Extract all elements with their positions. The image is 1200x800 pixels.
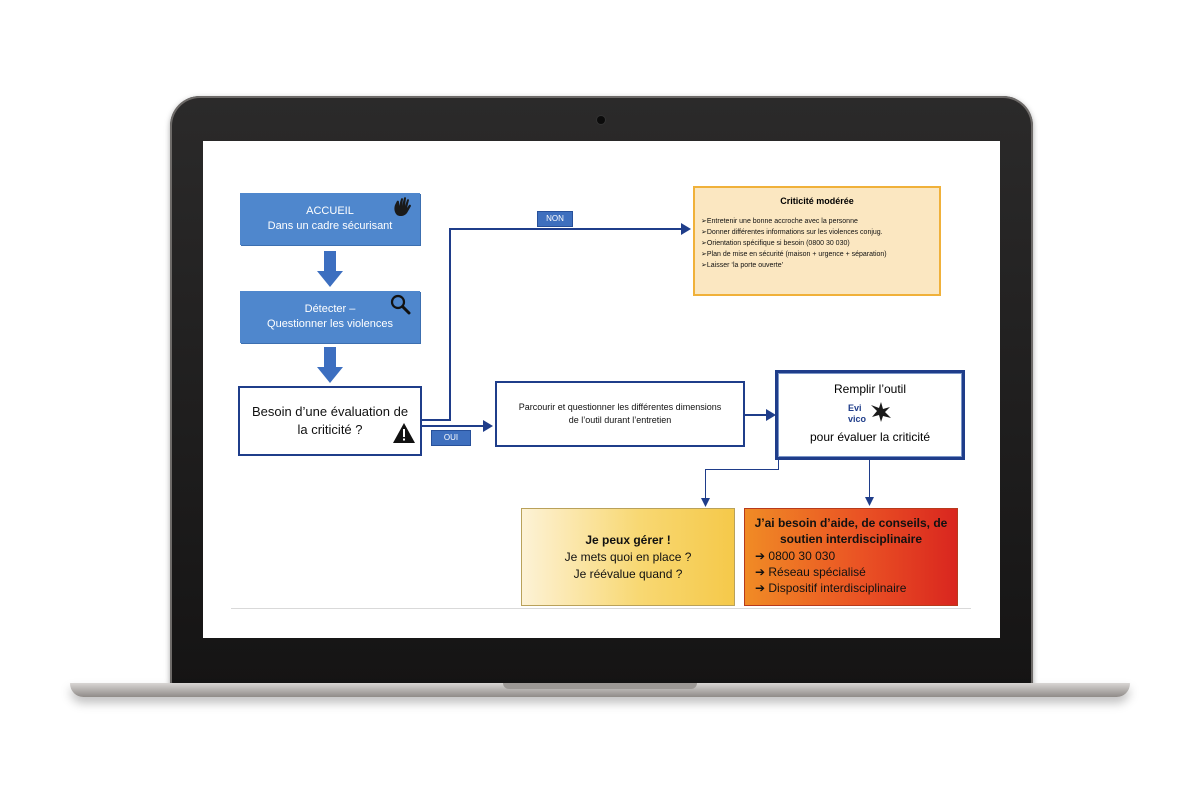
criticite-item: Laisser ‘la porte ouverte’ [701,260,939,271]
connector-oui [422,425,484,427]
aide-item-label: 0800 30 030 [768,549,836,563]
remplir-line2: pour évaluer la criticité [809,430,931,444]
detecter-box: Détecter – Questionner les violences [240,291,420,343]
connector-non-vertical [449,228,451,421]
connector-left-horizontal [705,469,779,470]
accueil-title: ACCUEIL [306,205,354,217]
logo-text-top: Evi [848,403,862,413]
criticite-box: Criticité modérée Entretenir une bonne a… [693,186,941,296]
besoin-line2: la criticité ? [297,422,363,437]
gerer-line2: Je réévalue quand ? [573,566,683,581]
parcourir-line2: de l’outil durant l’entretien [568,415,672,425]
slide-divider [231,608,971,609]
aide-item: ➔ Réseau spécialisé [755,564,951,580]
arrow-head-remplir [766,409,776,421]
connector-right-down [869,460,870,498]
evivico-logo: Evi vico [840,401,900,429]
connector-left-vertical [778,460,779,470]
connector-parcourir-remplir [745,414,767,416]
aide-title: J’ai besoin d’aide, de conseils, de sout… [754,516,948,546]
accueil-box: ACCUEIL Dans un cadre sécurisant [240,193,420,245]
wave-hand-icon [394,197,411,217]
gerer-title: Je peux gérer ! [585,532,671,547]
aide-item: ➔ 0800 30 030 [755,548,951,564]
remplir-box: Remplir l’outil Evi vico pour évaluer la… [775,370,965,460]
laptop-base [70,683,1130,697]
warning-icon [393,423,415,443]
accueil-subtitle: Dans un cadre sécurisant [267,220,393,232]
aide-item-label: Dispositif interdisciplinaire [768,581,907,595]
down-arrow-2 [317,347,343,383]
gerer-box: Je peux gérer ! Je mets quoi en place ? … [521,508,735,606]
arrow-head-gerer [701,498,710,507]
criticite-item: Orientation spécifique si besoin (0800 3… [701,238,939,249]
arrow-head-non [681,223,691,235]
connector-besoin-right [422,419,450,421]
arrow-right-icon: ➔ [755,565,769,579]
down-arrow-1 [317,251,343,287]
parcourir-box: Parcourir et questionner les différentes… [495,381,745,447]
aide-box: J’ai besoin d’aide, de conseils, de sout… [744,508,958,606]
criticite-title: Criticité modérée [780,196,854,206]
aide-list: ➔ 0800 30 030 ➔ Réseau spécialisé ➔ Disp… [755,548,951,596]
criticite-list: Entretenir une bonne accroche avec la pe… [701,216,939,271]
laptop-notch [503,683,697,689]
arrow-head-aide [865,497,874,506]
logo-text-bottom: vico [848,414,867,424]
connector-left-down [705,469,706,499]
connector-non-horizontal [449,228,683,230]
criticite-item: Donner différentes informations sur les … [701,227,939,238]
gerer-line1: Je mets quoi en place ? [564,549,692,564]
arrow-right-icon: ➔ [755,581,769,595]
aide-item-label: Réseau spécialisé [768,565,866,579]
screen: ACCUEIL Dans un cadre sécurisant Détecte… [203,141,1000,638]
detecter-subtitle: Questionner les violences [267,318,393,330]
arrow-head-oui [483,420,493,432]
besoin-line1: Besoin d’une évaluation de [251,404,409,419]
remplir-line1: Remplir l’outil [833,382,907,396]
non-tag: NON [537,211,573,227]
magnifier-icon [390,294,411,315]
besoin-box: Besoin d’une évaluation de la criticité … [238,386,422,456]
star-logo-icon [871,402,891,422]
detecter-title: Détecter – [304,303,356,315]
parcourir-line1: Parcourir et questionner les différentes… [518,402,722,412]
camera-icon [597,116,605,124]
criticite-item: Entretenir une bonne accroche avec la pe… [701,216,939,227]
arrow-right-icon: ➔ [755,549,769,563]
criticite-item: Plan de mise en sécurité (maison + urgen… [701,249,939,260]
aide-item: ➔ Dispositif interdisciplinaire [755,580,951,596]
oui-tag: OUI [431,430,471,446]
